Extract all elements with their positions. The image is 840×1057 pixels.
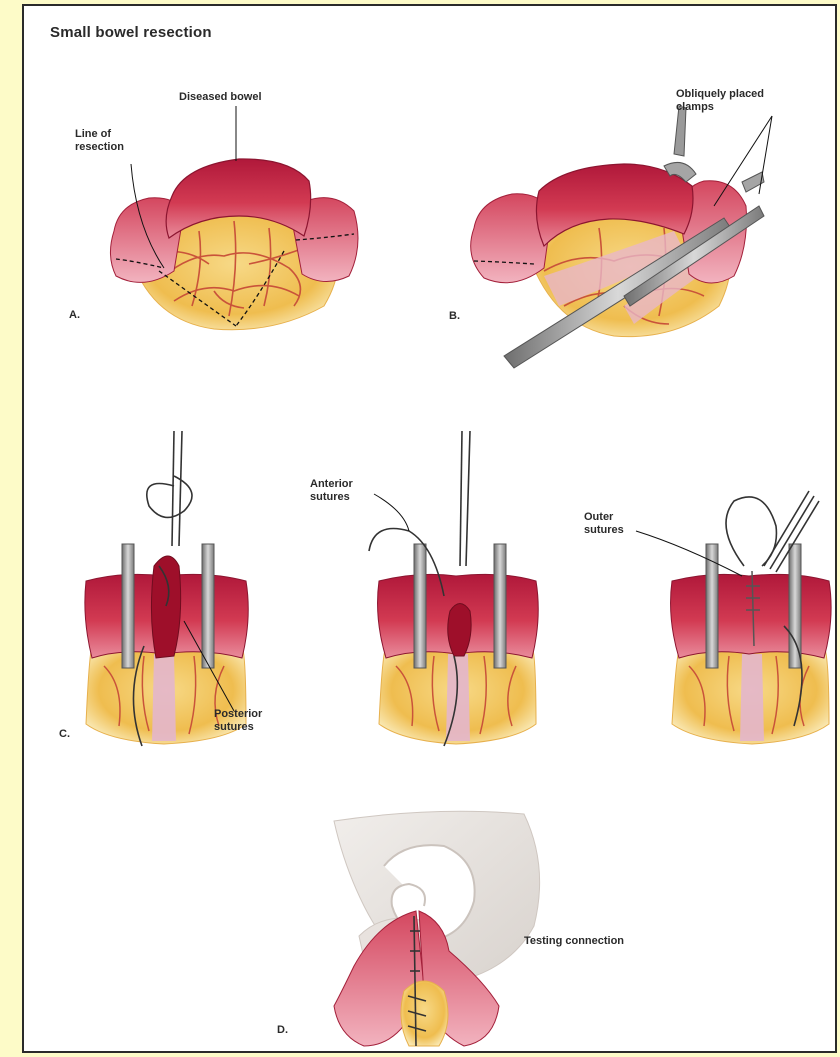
panel-c-step-1 xyxy=(85,431,248,746)
panel-c-step-2 xyxy=(369,431,538,746)
panel-label-c: C. xyxy=(59,728,70,741)
panel-b-illustration xyxy=(471,106,772,368)
label-line-of-resection: Line of resection xyxy=(75,128,124,154)
panel-a-illustration xyxy=(110,106,358,330)
panel-c-step-3 xyxy=(636,491,831,744)
figure-title: Small bowel resection xyxy=(50,24,212,42)
leaders-b xyxy=(714,116,772,206)
label-obliquely-placed-clamps: Obliquely placed clamps xyxy=(676,88,764,114)
figure-frame: Small bowel resection Diseased bowel Lin… xyxy=(22,4,837,1053)
panel-label-a: A. xyxy=(69,309,80,322)
label-outer-sutures: Outer sutures xyxy=(584,511,624,537)
illustration xyxy=(24,6,837,1053)
label-anterior-sutures: Anterior sutures xyxy=(310,478,353,504)
label-posterior-sutures: Posterior sutures xyxy=(214,708,262,734)
panel-d-illustration xyxy=(334,811,540,1046)
panel-label-b: B. xyxy=(449,310,460,323)
panel-label-d: D. xyxy=(277,1024,288,1037)
label-testing-connection: Testing connection xyxy=(524,935,624,948)
label-diseased-bowel: Diseased bowel xyxy=(179,91,262,104)
